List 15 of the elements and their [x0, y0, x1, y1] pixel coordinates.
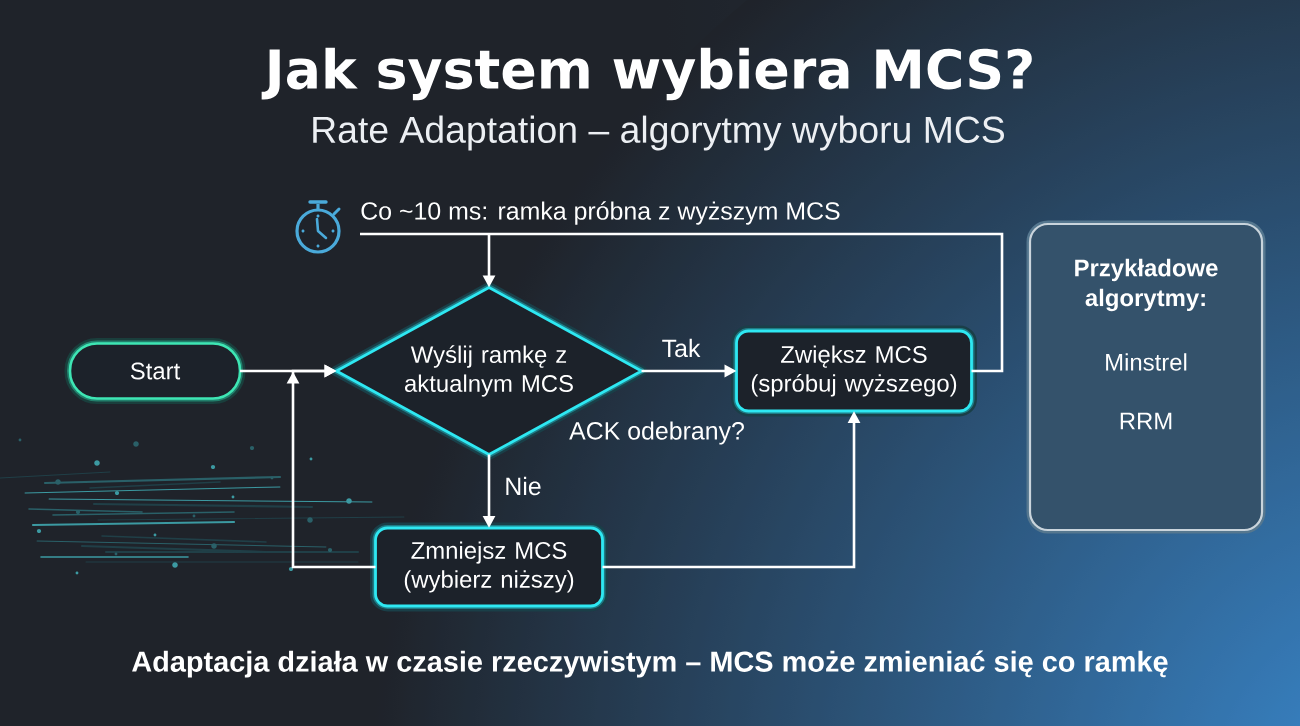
- start-terminal: Start: [64, 338, 246, 404]
- arrow: [286, 364, 376, 569]
- list-item: RRM: [1120, 412, 1172, 430]
- process-box: Zmniejsz MCS (wybierz niższy): [370, 522, 608, 612]
- edge-label: Tak: [662, 338, 701, 358]
- arrow: [358, 232, 1004, 373]
- caption: Adaptacja działa w czasie rzeczywistym – MCS może zmieniać się co ramkę: [132, 650, 1168, 678]
- panel-heading: Przykładowe algorytmy:: [1075, 258, 1218, 312]
- process-box: Zwiększ MCS (spróbuj wyższego): [731, 325, 977, 417]
- edge-label: Nie: [506, 476, 541, 496]
- title: Jak system wybiera MCS?: [261, 47, 1032, 101]
- list-item: Minstrel: [1106, 353, 1187, 371]
- subtitle: Rate Adaptation – algorytmy wyboru MCS: [313, 115, 1004, 151]
- node-caption: ACK odebrany?: [569, 421, 744, 445]
- edge-label: Co ~10 ms: ramka próbna z wyższym MCS: [361, 201, 840, 225]
